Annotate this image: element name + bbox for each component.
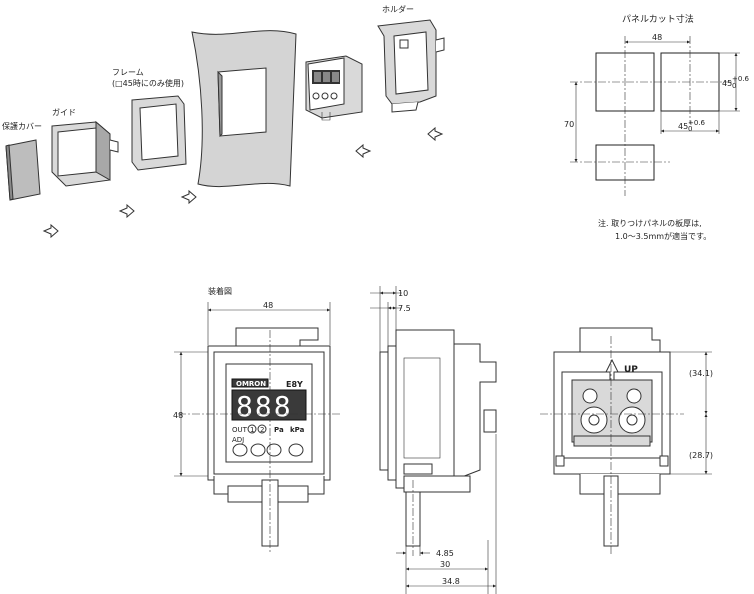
dim-side-bot3: 34.8: [442, 577, 460, 586]
panel-cut-title: パネルカット寸法: [622, 13, 694, 25]
dim-cut-height: 70: [564, 120, 574, 129]
dim-front-width: 48: [263, 301, 273, 310]
dim-side-bot2: 30: [440, 560, 450, 569]
side-view: 10 7.5 4.85 30 34.8: [370, 286, 497, 594]
panel-cut-drawing: パネルカット寸法 48 70 45 +0.6 0 45 +0.6 0 注. 取り…: [564, 13, 750, 241]
frame-label-1: フレーム: [112, 68, 144, 77]
seven-seg-display: [231, 389, 307, 421]
dim-side-top2: 7.5: [398, 304, 411, 313]
panel-sheet: [191, 30, 297, 188]
brand-label: OMRON: [236, 380, 266, 388]
holder-part: ホルダー: [377, 4, 445, 113]
adj-button: [232, 443, 248, 457]
out1-label: 1: [250, 426, 254, 434]
dim-cut-side: 45: [722, 79, 732, 88]
up-arrow-icon: [605, 358, 619, 381]
out-label: OUT: [232, 426, 248, 434]
frame-part: フレーム (□45時にのみ使用): [112, 68, 187, 171]
guide-label: ガイド: [52, 107, 76, 117]
unit-kpa: kPa: [290, 426, 305, 434]
dim-rear-lower: (28.7): [689, 451, 713, 460]
arrow-left-icon: [427, 126, 444, 142]
panel-note-line2: 1.0～3.5mmが適当です。: [615, 231, 711, 241]
frame-label-2: (□45時にのみ使用): [112, 78, 184, 88]
dim-cut-bottom: 45: [678, 122, 688, 131]
dim-side-bot1: 4.85: [436, 549, 454, 558]
unit-pa: Pa: [274, 426, 284, 434]
front-view: 装着図 48 48 OMRON E8Y 888 OUT 1 2 Pa kPa A…: [173, 286, 340, 552]
dim-front-height: 48: [173, 411, 183, 420]
dim-cut-side-tol-lower: 0: [732, 82, 736, 90]
dim-rear-upper: (34.1): [689, 369, 713, 378]
dim-cut-bottom-tol-lower: 0: [688, 125, 692, 133]
cover-label: 保護カバー: [2, 121, 42, 131]
display-digits: 888: [236, 390, 293, 423]
dim-cut-width: 48: [652, 33, 662, 42]
holder-label: ホルダー: [382, 4, 414, 14]
arrow-left-icon: [355, 143, 372, 159]
sensor-unit: [305, 55, 363, 121]
down-button: [250, 443, 266, 457]
protective-cover: 保護カバー: [2, 121, 42, 201]
panel-note-line1: 注. 取りつけパネルの板厚は,: [598, 218, 702, 228]
adj-label: ADJ: [232, 436, 244, 444]
mounting-title: 装着図: [208, 286, 232, 296]
assembly-arrows: [42, 126, 444, 239]
up-button: [288, 443, 304, 457]
arrow-right-icon: [180, 189, 197, 205]
arrow-right-icon: [42, 223, 59, 239]
dim-cut-bottom-tol-upper: +0.6: [688, 119, 706, 127]
dim-side-top1: 10: [398, 289, 408, 298]
out2-label: 2: [260, 426, 264, 434]
guide-part: ガイド: [51, 107, 119, 187]
rear-up-label: UP: [624, 365, 638, 375]
model-label: E8Y: [286, 380, 303, 389]
exploded-view: 保護カバー ガイド フレーム (□45時にのみ使用): [2, 4, 445, 239]
arrow-right-icon: [118, 203, 135, 219]
mode-button: [266, 443, 282, 457]
dim-cut-side-tol-upper: +0.6: [732, 75, 750, 83]
rear-view: UP (34.1) (28.7): [540, 327, 713, 556]
